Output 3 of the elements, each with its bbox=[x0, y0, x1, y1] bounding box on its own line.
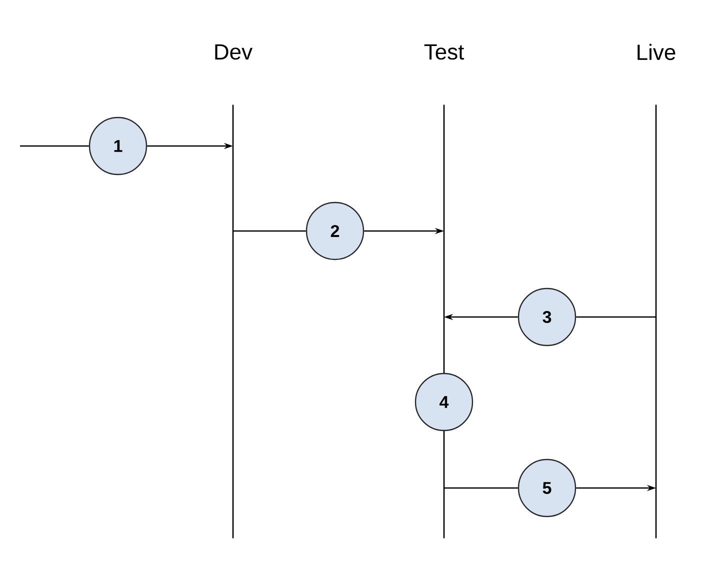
lifeline-heading: Live bbox=[638, 44, 676, 60]
lifeline-heading: Test bbox=[424, 44, 464, 60]
lifeline-heading: Dev bbox=[215, 44, 252, 60]
